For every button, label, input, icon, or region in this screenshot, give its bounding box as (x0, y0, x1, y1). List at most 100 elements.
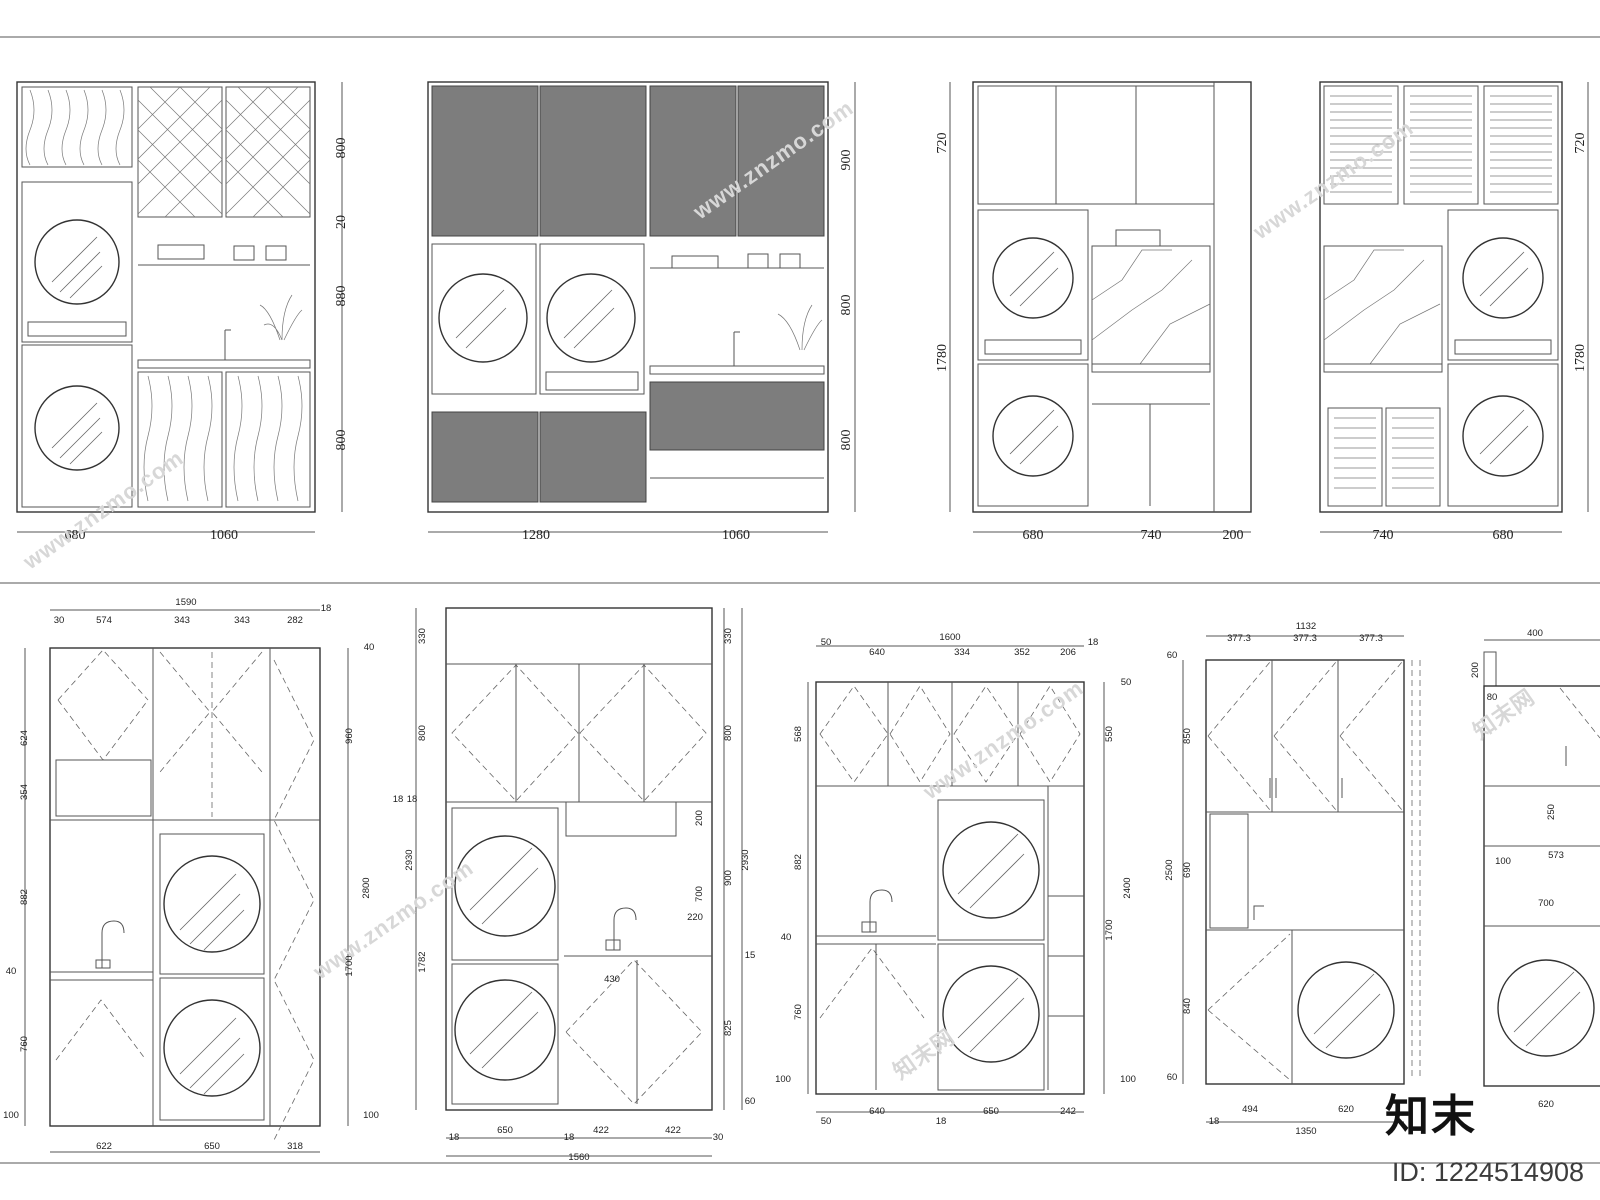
watermark-cn: 知末网 (889, 1024, 960, 1084)
dim-bottom-30: 30 (713, 1132, 724, 1143)
dim-height-1780: 1780 (935, 344, 950, 372)
dim-bottom-494: 494 (1242, 1104, 1258, 1115)
dim-left-1782: 1782 (417, 951, 428, 972)
dim-width-680: 680 (1493, 528, 1514, 543)
dim-top-50: 50 (821, 637, 832, 648)
dim-bottom-18a: 18 (449, 1132, 460, 1143)
dim-bottom-1350: 1350 (1295, 1126, 1316, 1137)
dim-total-1600: 1600 (939, 632, 960, 643)
dim-top-18: 18 (1088, 637, 1099, 648)
dim-top-640: 640 (869, 647, 885, 658)
dim-height-800b: 800 (334, 430, 349, 451)
dim-bottom-650: 650 (497, 1125, 513, 1136)
dim-right-825: 825 (723, 1020, 734, 1036)
dim-left-40: 40 (6, 966, 17, 977)
dim-height-800: 800 (334, 138, 349, 159)
dim-right-60: 60 (745, 1096, 756, 1107)
dim-height-20: 20 (334, 215, 349, 229)
dim-width-1060: 1060 (210, 528, 238, 543)
dim-left-40: 40 (781, 932, 792, 943)
dim-top-18: 18 (321, 603, 332, 614)
dim-top-343a: 343 (174, 615, 190, 626)
dim-right-2800: 2800 (361, 877, 372, 898)
dim-top-30: 30 (54, 615, 65, 626)
dim-top-200: 200 (1470, 662, 1481, 678)
dim-top-377a: 377.3 (1227, 633, 1251, 644)
elevation-top-3: 680 740 200 720 1780 (935, 81, 1252, 543)
dim-left-760: 760 (793, 1004, 804, 1020)
dim-height-720: 720 (935, 133, 950, 154)
dim-top-377c: 377.3 (1359, 633, 1383, 644)
elevation-top-1: 680 1060 800 20 880 800 (16, 81, 349, 543)
watermark-text: www.znzmo.com (18, 445, 188, 575)
dim-left-568: 568 (793, 726, 804, 742)
dim-left-850: 850 (1182, 728, 1193, 744)
elevation-top-2: 1280 1060 900 800 800 (427, 81, 856, 543)
dim-left-330: 330 (417, 628, 428, 644)
dim-left-18b: 18 (407, 794, 418, 805)
dim-height-800: 800 (839, 295, 854, 316)
dim-left-882: 882 (19, 889, 30, 905)
elevation-bottom-5: 400 200 80 250 100 573 700 620 (1470, 628, 1600, 1110)
dim-width-680: 680 (65, 528, 86, 543)
dim-right-2400: 2400 (1122, 877, 1133, 898)
dim-total-1132: 1132 (1296, 621, 1316, 632)
dim-bottom-total-1560: 1560 (568, 1152, 589, 1163)
dim-total-1590: 1590 (175, 597, 196, 608)
dim-top-334: 334 (954, 647, 970, 658)
dim-height-900: 900 (839, 150, 854, 171)
elevation-top-4: 740 680 720 1780 (1319, 81, 1589, 543)
watermark-text: www.znzmo.com (918, 675, 1088, 805)
dim-bottom-318: 318 (287, 1141, 303, 1152)
dim-inner-573: 573 (1548, 850, 1564, 861)
dim-left-624: 624 (19, 730, 30, 746)
dim-bottom-650: 650 (204, 1141, 220, 1152)
dim-right-2930: 2930 (740, 849, 751, 870)
dim-right-100: 100 (363, 1110, 379, 1121)
dim-right-900: 900 (723, 870, 734, 886)
dim-right-50: 50 (1121, 677, 1132, 688)
dim-inner-700: 700 (1538, 898, 1554, 909)
elevation-bottom-3: 1600 50 640 334 352 206 18 568 882 40 76… (775, 632, 1136, 1127)
dim-left-100: 100 (775, 1074, 791, 1085)
elevation-bottom-4: 1132 377.3 377.3 377.3 60 850 2500 690 8… (1164, 621, 1421, 1137)
elevation-bottom-2: 330 800 18 18 2930 1782 330 800 200 900 … (393, 607, 756, 1163)
dim-bottom-422a: 422 (593, 1125, 609, 1136)
dim-height-800b: 800 (839, 430, 854, 451)
dim-right-330: 330 (723, 628, 734, 644)
dim-left-354: 354 (19, 784, 30, 800)
dim-bottom-640: 640 (869, 1106, 885, 1117)
dim-height-880: 880 (334, 286, 349, 307)
dim-top-400: 400 (1527, 628, 1543, 639)
brand-logo: 知末 (1385, 1091, 1477, 1142)
dim-right-15: 15 (745, 950, 756, 961)
dim-bottom-422b: 422 (665, 1125, 681, 1136)
dim-bottom-242: 242 (1060, 1106, 1076, 1117)
dim-height-1780: 1780 (1573, 344, 1588, 372)
dim-left-2500: 2500 (1164, 859, 1175, 880)
dim-bottom-18: 18 (936, 1116, 947, 1127)
dim-left-760: 760 (19, 1036, 30, 1052)
dim-left-18a: 18 (393, 794, 404, 805)
dim-bottom-18: 18 (1209, 1116, 1220, 1127)
dim-top-574: 574 (96, 615, 112, 626)
dim-left-840: 840 (1182, 998, 1193, 1014)
dim-width-200: 200 (1223, 528, 1244, 543)
dim-right-40: 40 (364, 642, 375, 653)
dim-top-80: 80 (1487, 692, 1498, 703)
dim-width-680: 680 (1023, 528, 1044, 543)
dim-right-1700: 1700 (1104, 919, 1115, 940)
dim-width-740: 740 (1141, 528, 1162, 543)
dim-inner-250: 250 (1546, 804, 1557, 820)
dim-top-352: 352 (1014, 647, 1030, 658)
dim-left-690: 690 (1182, 862, 1193, 878)
dim-bottom-18b: 18 (564, 1132, 575, 1143)
dim-right-220: 220 (687, 912, 703, 923)
dim-width-740: 740 (1373, 528, 1394, 543)
dim-left-882: 882 (793, 854, 804, 870)
dim-width-1280: 1280 (522, 528, 550, 543)
dim-right-550: 550 (1104, 726, 1115, 742)
watermark-layer: www.znzmo.com www.znzmo.com www.znzmo.co… (18, 95, 1540, 1084)
dim-width-1060: 1060 (722, 528, 750, 543)
dim-inner-620: 620 (1538, 1099, 1554, 1110)
